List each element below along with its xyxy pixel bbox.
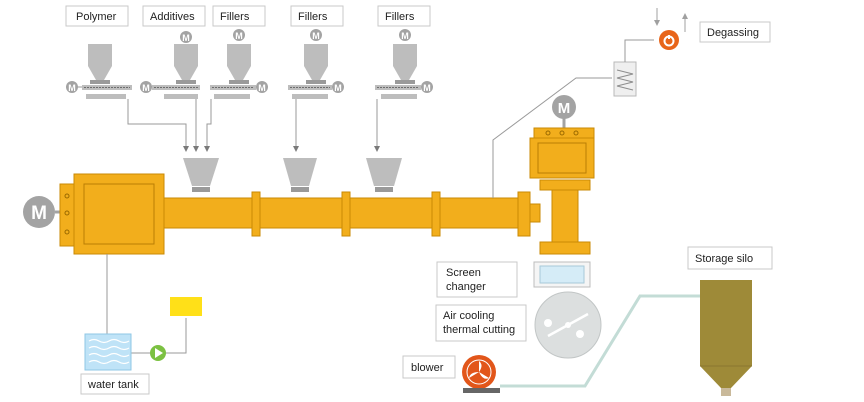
fillers-label-2: Fillers <box>298 11 328 23</box>
motor-icon <box>310 29 322 41</box>
storage-silo-label-box: Storage silo <box>687 246 773 270</box>
extruder-feed-hopper-2 <box>283 158 317 192</box>
control-box <box>170 297 202 316</box>
main-drive-motor: M <box>23 196 65 228</box>
svg-text:M: M <box>258 83 266 93</box>
air-cooling-label-box: Air cooling thermal cutting <box>435 304 527 342</box>
dosing-feeder-polymer: M <box>66 44 132 99</box>
dosing-feeder-fillers-1: M M <box>210 29 268 99</box>
air-cooling-label-line2: thermal cutting <box>443 324 515 336</box>
motor-icon <box>256 81 268 93</box>
screen-changer-label-line2: changer <box>446 281 486 293</box>
degassing-label: Degassing <box>707 27 759 39</box>
svg-text:M: M <box>312 31 320 41</box>
hopper-icon <box>88 44 112 66</box>
blower <box>462 355 500 393</box>
motor-icon <box>552 95 576 119</box>
svg-text:M: M <box>68 83 76 93</box>
screen-changer-label-line1: Screen <box>446 267 481 279</box>
water-tank-label-box: water tank <box>80 373 150 395</box>
polymer-label: Polymer <box>76 11 117 23</box>
svg-text:M: M <box>235 31 243 41</box>
motor-icon <box>332 81 344 93</box>
air-cooling-label-line1: Air cooling <box>443 310 494 322</box>
screen-changer <box>533 261 591 288</box>
storage-silo-label: Storage silo <box>695 253 753 265</box>
blower-label: blower <box>411 362 444 374</box>
dosing-feeder-fillers-3: M M <box>375 29 433 99</box>
feed-lines <box>127 99 380 152</box>
extruder-feed-hopper-3 <box>366 158 402 192</box>
hopper-icon <box>174 44 198 66</box>
motor-icon <box>23 196 55 228</box>
degassing-label-box: Degassing <box>699 21 771 43</box>
melt-pump-unit: M <box>529 95 595 255</box>
hopper-icon <box>393 44 417 66</box>
hopper-icon <box>366 158 402 186</box>
feed-label-fillers-3: Fillers <box>377 5 431 27</box>
cooling-water-circuit <box>84 254 202 371</box>
conveying-pipe <box>500 294 708 388</box>
storage-silo <box>700 280 752 396</box>
svg-text:M: M <box>142 83 150 93</box>
fillers-label-3: Fillers <box>385 11 415 23</box>
svg-text:M: M <box>558 100 571 117</box>
extruder-barrel <box>163 191 541 237</box>
hopper-icon <box>183 158 219 186</box>
additives-label: Additives <box>150 11 195 23</box>
degassing-line <box>492 8 688 198</box>
dosing-feeder-fillers-2: M M <box>288 29 344 99</box>
water-tank-label: water tank <box>87 379 139 391</box>
hopper-icon <box>227 44 251 66</box>
hopper-icon <box>283 158 317 186</box>
motor-icon <box>180 31 192 43</box>
extruder-feed-hopper-1 <box>183 158 219 192</box>
dosing-feeder-additives: M M <box>140 31 200 99</box>
motor-icon <box>233 29 245 41</box>
feed-label-fillers-1: Fillers <box>212 5 266 27</box>
motor-icon <box>399 29 411 41</box>
gearbox <box>59 173 165 255</box>
hopper-icon <box>304 44 328 66</box>
motor-icon <box>140 81 152 93</box>
feed-label-polymer: Polymer <box>65 5 129 27</box>
svg-text:M: M <box>182 33 190 43</box>
svg-text:M: M <box>423 83 431 93</box>
svg-text:M: M <box>31 203 47 224</box>
screen-changer-label-box: Screen changer <box>436 261 518 298</box>
svg-text:M: M <box>334 83 342 93</box>
svg-text:M: M <box>401 31 409 41</box>
thermal-cutter <box>534 291 602 359</box>
feed-label-additives: Additives <box>142 5 206 27</box>
blower-label-box: blower <box>402 355 456 379</box>
motor-icon <box>421 81 433 93</box>
fillers-label-1: Fillers <box>220 11 250 23</box>
feed-label-fillers-2: Fillers <box>290 5 344 27</box>
degassing-pump-icon <box>659 30 679 50</box>
motor-icon <box>66 81 78 93</box>
